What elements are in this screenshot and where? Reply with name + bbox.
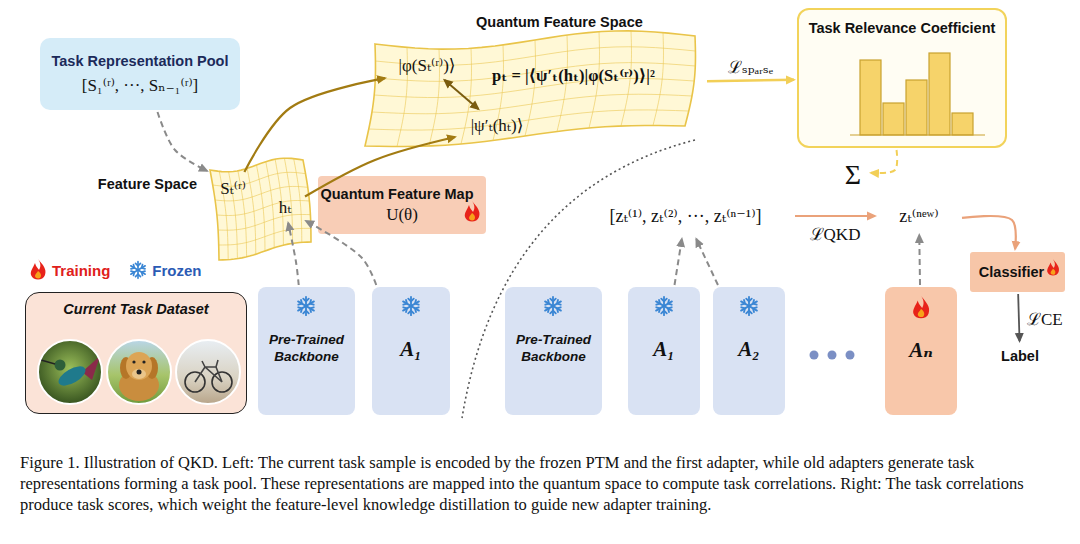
legend-icon: [128, 258, 148, 282]
ellipsis-dots: [828, 351, 837, 360]
pool-box: Task Representation Pool [S₁⁽ʳ⁾, ···, Sₙ₋…: [40, 38, 240, 110]
adapter-box: A₁: [628, 287, 700, 415]
ellipsis-dots: [846, 351, 855, 360]
feature-list: [zₜ⁽¹⁾, zₜ⁽²⁾, ···, zₜ⁽ⁿ⁻¹⁾]: [578, 196, 793, 236]
node-text: Label: [1001, 348, 1039, 364]
node-text: hₜ: [279, 197, 292, 218]
grid-line: [218, 214, 310, 230]
grid-line: [219, 228, 311, 245]
node-text: [S₁⁽ʳ⁾, ···, Sₙ₋₁⁽ʳ⁾]: [82, 75, 199, 96]
feature-point: Sₜ⁽ʳ⁾: [209, 174, 257, 202]
node-text: Current Task Dataset: [63, 301, 208, 317]
legend-item: Training: [28, 258, 110, 282]
node-text: Pre-Trained Backbone: [258, 331, 355, 365]
connector-arrow: [918, 235, 921, 285]
feature-point: hₜ: [267, 194, 303, 220]
feature-space: Feature SpaceSₜ⁽ʳ⁾hₜ: [205, 158, 315, 263]
node-text: Quantum Feature Space: [476, 14, 643, 30]
legend-text: Frozen: [152, 262, 201, 279]
grid-outline: [210, 158, 311, 260]
legend-icon: [31, 259, 46, 280]
legend-icon: [28, 258, 48, 282]
node-text: A₁: [400, 337, 421, 362]
node-text: Task Relevance Coefficient: [809, 20, 996, 36]
node-text: zₜ⁽ⁿᵉʷ⁾: [899, 205, 938, 227]
node-text: Task Representation Pool: [52, 53, 229, 69]
dataset-box: Current Task Dataset: [25, 292, 247, 414]
node-text: Pre-Trained Backbone: [505, 331, 602, 365]
loss-label: ℒCE: [1027, 306, 1063, 329]
backbone-box: Pre-Trained Backbone: [258, 287, 355, 415]
backbone-box: Pre-Trained Backbone: [505, 287, 602, 415]
equation-label: pₜ = |⟨ψ′ₜ(hₜ)|φ(Sₜ⁽ʳ⁾)⟩|²: [492, 66, 655, 86]
adapter-box: A₁: [372, 287, 450, 415]
node-text: A₁: [653, 337, 674, 362]
node-text: Feature Space: [83, 176, 197, 192]
grid-surface: [205, 158, 315, 263]
classifier-box: Classifier: [970, 252, 1065, 292]
quantum-state: |φ(Sₜ⁽ʳ⁾)⟩: [388, 52, 466, 78]
connector-arrow: [1018, 294, 1019, 341]
new-feature: zₜ⁽ⁿᵉʷ⁾: [878, 200, 960, 232]
connector-arrow: [244, 78, 385, 172]
node-text: |ψ′ₜ(hₜ)⟩: [471, 115, 524, 136]
node-text: Aₙ: [909, 337, 933, 363]
connector-arrow: [707, 80, 794, 81]
loss-label: ℒQKD: [810, 222, 861, 245]
legend-text: Training: [52, 262, 110, 279]
node-text: |φ(Sₜ⁽ʳ⁾)⟩: [399, 55, 456, 76]
grid-line: [372, 94, 692, 114]
quantum-map-box: Quantum Feature MapU(θ): [318, 176, 486, 234]
connector-arrow: [158, 112, 208, 171]
relevance-box: Task Relevance Coefficient: [797, 8, 1007, 148]
node-text: Quantum Feature Map: [320, 186, 483, 202]
connector-arrow: [962, 216, 1016, 249]
loss-label: ℒₛₚₐᵣₛₑ: [728, 55, 773, 78]
node-text: A₂: [738, 337, 759, 362]
sum-symbol: Σ: [838, 158, 868, 192]
adapter-box: Aₙ: [885, 287, 957, 415]
connector-arrow: [871, 150, 897, 173]
connector-arrow: [696, 239, 718, 285]
legend-item: Frozen: [128, 258, 201, 282]
connector-arrow: [675, 239, 682, 285]
figure-caption: Figure 1. Illustration of QKD. Left: The…: [20, 452, 1062, 515]
grid-outline: [365, 31, 695, 147]
node-text: U(θ): [386, 205, 418, 225]
ellipsis-dots: [810, 351, 855, 360]
legend: Training Frozen: [28, 258, 220, 282]
connector-arrow: [795, 215, 875, 217]
node-text: Σ: [845, 159, 861, 191]
node-text: Classifier: [979, 264, 1056, 280]
node-text: [zₜ⁽¹⁾, zₜ⁽²⁾, ···, zₜ⁽ⁿ⁻¹⁾]: [609, 205, 761, 227]
grid-line: [369, 110, 689, 130]
ellipsis-dots: [810, 351, 819, 360]
node-text: Sₜ⁽ʳ⁾: [220, 178, 246, 199]
adapter-box: A₂: [713, 287, 785, 415]
output-label: Label: [992, 344, 1048, 368]
legend-icon: [130, 262, 147, 279]
grid-line: [217, 200, 310, 215]
quantum-state: |ψ′ₜ(hₜ)⟩: [458, 112, 536, 138]
